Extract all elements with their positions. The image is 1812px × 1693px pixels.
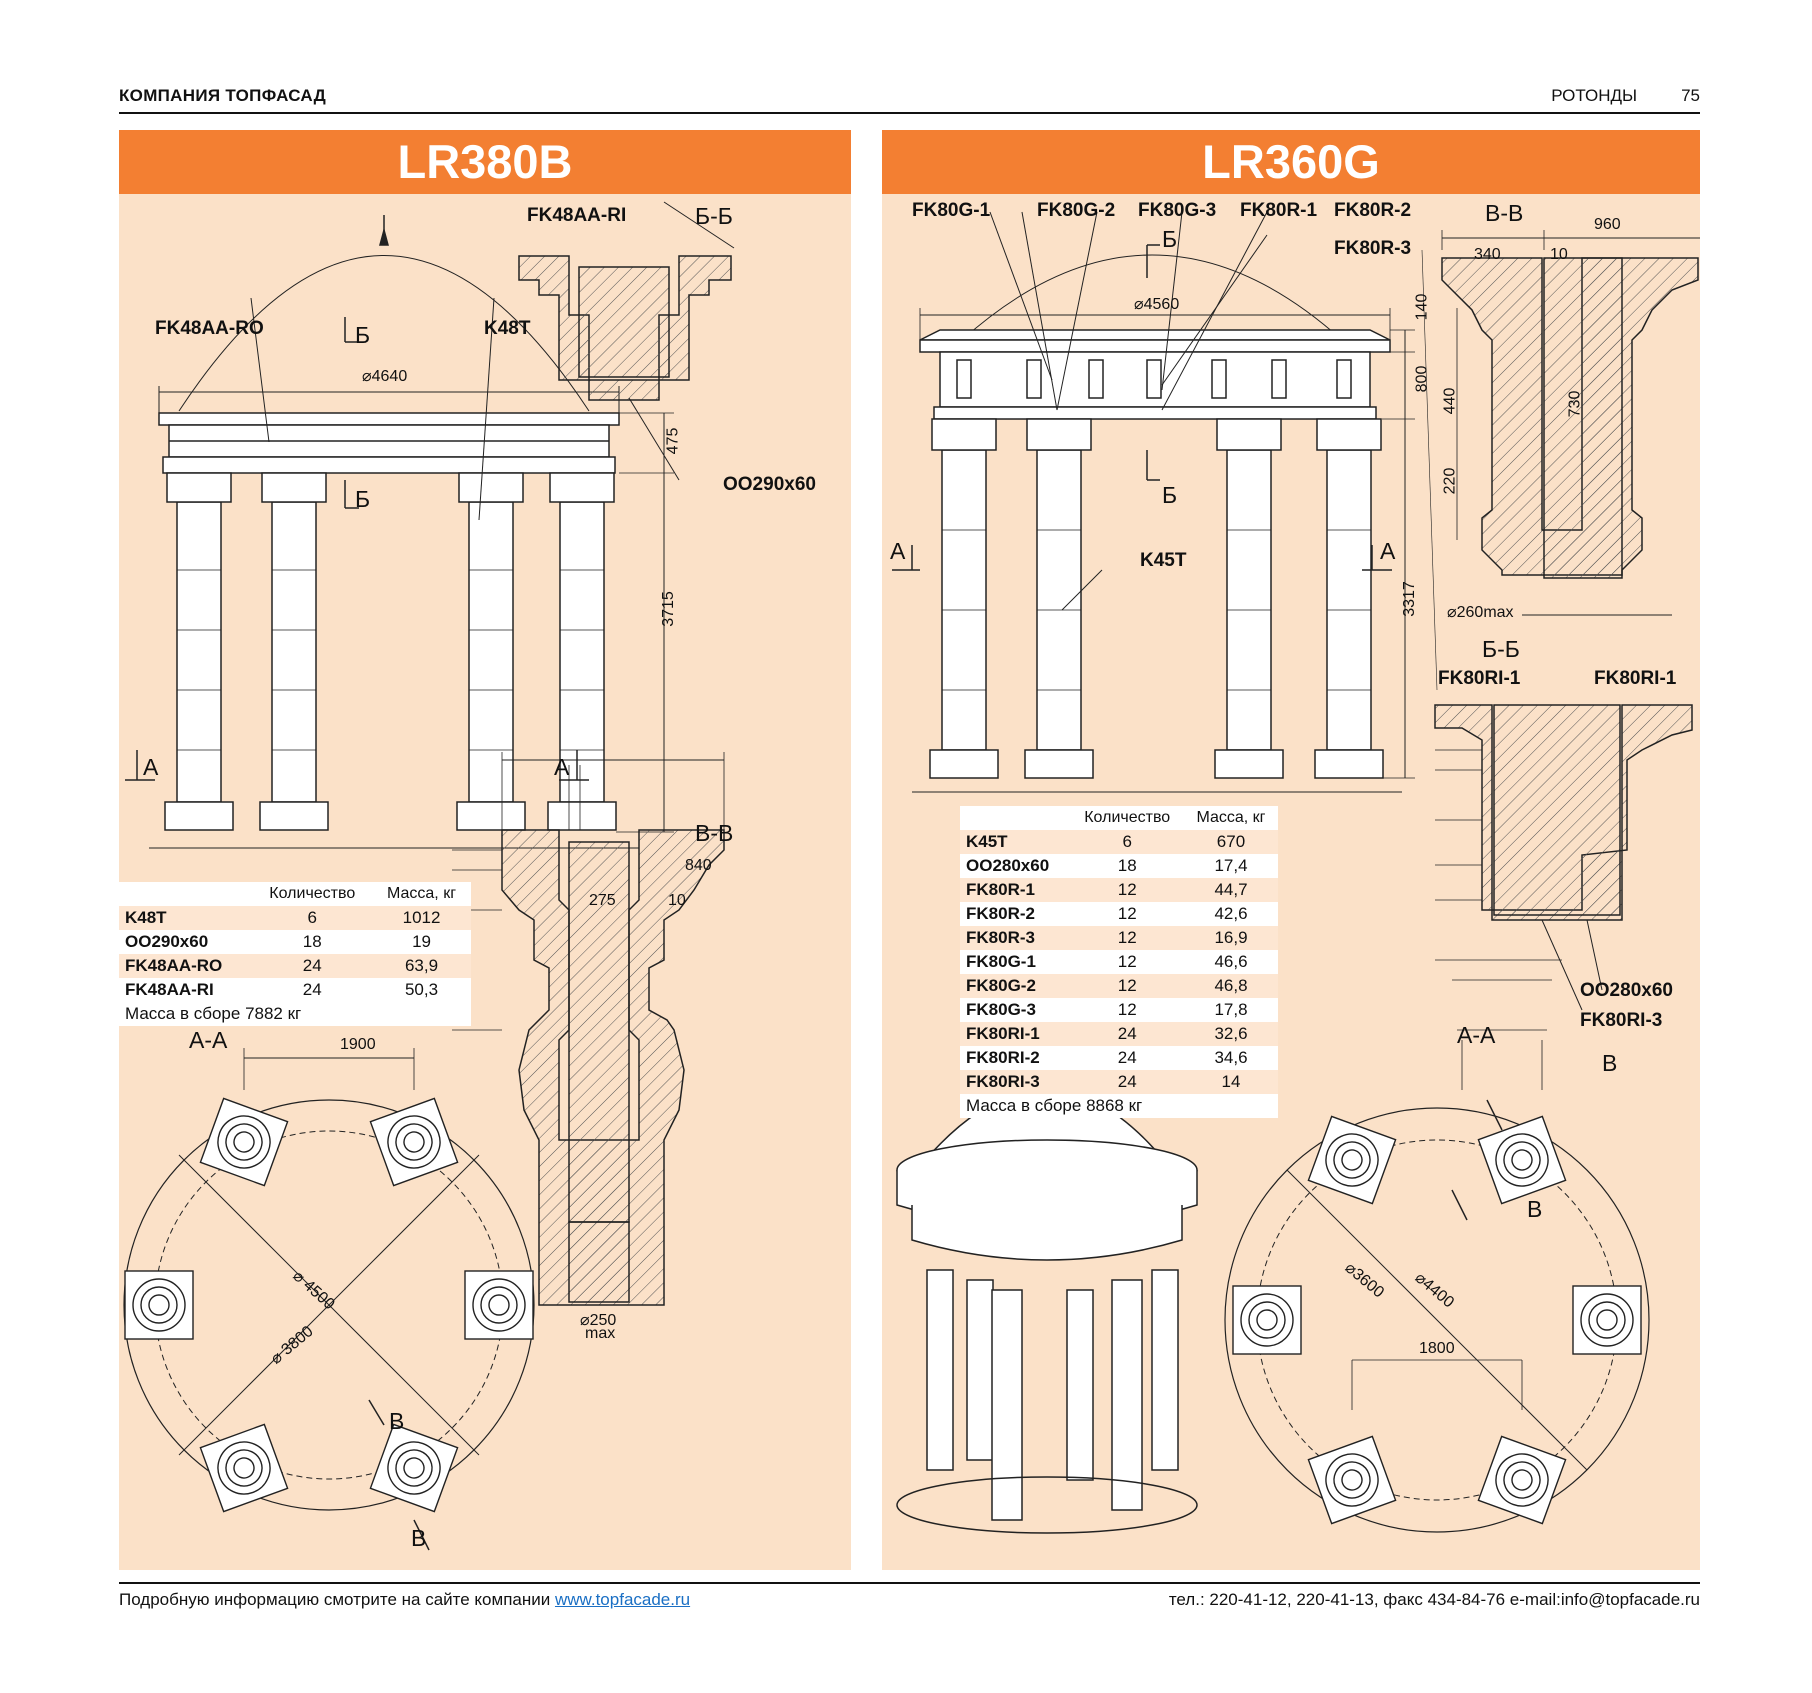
col-qty: Количество <box>1084 809 1171 826</box>
section-mark-a-right: А <box>1380 538 1396 564</box>
panel-lr380b: LR380B <box>119 130 851 1570</box>
col-qty: Количество <box>269 885 356 902</box>
footer-rule <box>119 1582 1700 1584</box>
dim-width-total: 960 <box>1594 216 1621 233</box>
col-mass: Масса, кг <box>1196 809 1266 826</box>
dim-core-diameter: ⌀250 <box>580 1312 617 1329</box>
section-mark-v-1: В <box>1602 1050 1618 1076</box>
section-mark-a-left: А <box>890 538 906 564</box>
section-vv-label: В-В <box>695 820 734 846</box>
section-mark-a-left: А <box>143 754 159 780</box>
product-title: LR380B <box>119 130 851 194</box>
section-mark-v-2: В <box>1527 1196 1543 1222</box>
section-mark-v-2: В <box>411 1525 427 1551</box>
label-fk80r-2: FK80R-2 <box>1334 200 1412 221</box>
dim-width-a: 275 <box>589 892 616 909</box>
label-fk80r-1: FK80R-1 <box>1240 200 1318 221</box>
dim-h2: 730 <box>1566 390 1584 418</box>
dim-width-b: 10 <box>668 892 686 909</box>
dim-column-height: 3715 <box>659 591 677 627</box>
section-bb-label: Б-Б <box>695 203 733 229</box>
table-header-row: Количество Масса, кг <box>960 806 1278 830</box>
section-title: РОТОНДЫ <box>1551 86 1638 105</box>
label-k48t: K48T <box>484 318 531 339</box>
header-rule <box>119 112 1700 114</box>
dim-diameter-top: ⌀4560 <box>1134 296 1180 313</box>
panel-lr360g: LR360G <box>882 130 1700 1570</box>
page-number: 75 <box>1681 86 1700 105</box>
label-fk48aa-ri: FK48AA-RI <box>527 205 627 226</box>
section-vv-label: В-В <box>1485 200 1524 226</box>
label-fk80ri-3: FK80RI-3 <box>1580 1010 1663 1031</box>
label-fk80r-3: FK80R-3 <box>1334 238 1412 259</box>
dim-column-height: 3317 <box>1400 581 1418 617</box>
product-title: LR360G <box>882 130 1700 194</box>
footer-info: Подробную информацию смотрите на сайте к… <box>119 1590 690 1610</box>
dim-column-spacing: 1900 <box>340 1036 376 1053</box>
footer-contacts: тел.: 220-41-12, 220-41-13, факс 434-84-… <box>1168 1590 1700 1609</box>
company-name: КОМПАНИЯ ТОПФАСАД <box>119 86 327 105</box>
footer-info-text: Подробную информацию смотрите на сайте к… <box>119 1590 551 1609</box>
dim-entablature-height: 800 <box>1413 365 1431 393</box>
section-aa-label: А-А <box>1457 1022 1496 1048</box>
section-bb-label: Б-Б <box>1482 636 1520 662</box>
page-header-right: РОТОНДЫ 75 <box>1507 86 1700 108</box>
label-k45t: K45T <box>1140 550 1187 571</box>
dim-width-a: 340 <box>1474 246 1501 263</box>
website-link[interactable]: www.topfacade.ru <box>554 1590 691 1609</box>
label-fk80ri-1-right: FK80RI-1 <box>1594 668 1677 689</box>
table-total-row: Масса в сборе 7882 кг <box>125 1004 302 1023</box>
dim-h1: 440 <box>1441 387 1459 415</box>
section-mark-b-top: Б <box>1162 226 1178 252</box>
dim-core: ⌀260max <box>1447 604 1514 621</box>
dim-h3: 220 <box>1441 467 1459 495</box>
col-mass: Масса, кг <box>387 885 457 902</box>
label-fk80g-2: FK80G-2 <box>1037 200 1116 221</box>
dim-core-max: max <box>585 1325 616 1342</box>
label-fk80g-1: FK80G-1 <box>912 200 991 221</box>
label-fk80g-3: FK80G-3 <box>1138 200 1217 221</box>
dim-diameter-top: ⌀4640 <box>362 368 408 385</box>
section-mark-a-right: А <box>554 754 570 780</box>
dim-cornice-height: 140 <box>1413 293 1431 321</box>
table-header-row: Количество Масса, кг <box>119 882 471 906</box>
section-aa-label: А-А <box>189 1027 228 1053</box>
lr380b-drawing <box>123 201 735 1551</box>
dim-width-total: 840 <box>685 857 712 874</box>
section-mark-v-1: В <box>389 1408 405 1434</box>
label-fk80ri-1-left: FK80RI-1 <box>1438 668 1521 689</box>
table-total-row: Масса в сборе 8868 кг <box>966 1096 1143 1115</box>
section-mark-b-top: Б <box>355 322 371 348</box>
dim-width-b: 10 <box>1550 246 1568 263</box>
dim-column-spacing: 1800 <box>1419 1340 1455 1357</box>
lr360g-drawing <box>892 211 1700 1534</box>
label-fk48aa-ro: FK48AA-RO <box>155 318 264 339</box>
section-mark-b-mid: Б <box>355 486 371 512</box>
label-oo290x60: OO290x60 <box>723 474 816 495</box>
dim-entablature-height: 475 <box>664 427 682 455</box>
section-mark-b-mid: Б <box>1162 482 1178 508</box>
label-oo280x60: OO280x60 <box>1580 980 1673 1001</box>
